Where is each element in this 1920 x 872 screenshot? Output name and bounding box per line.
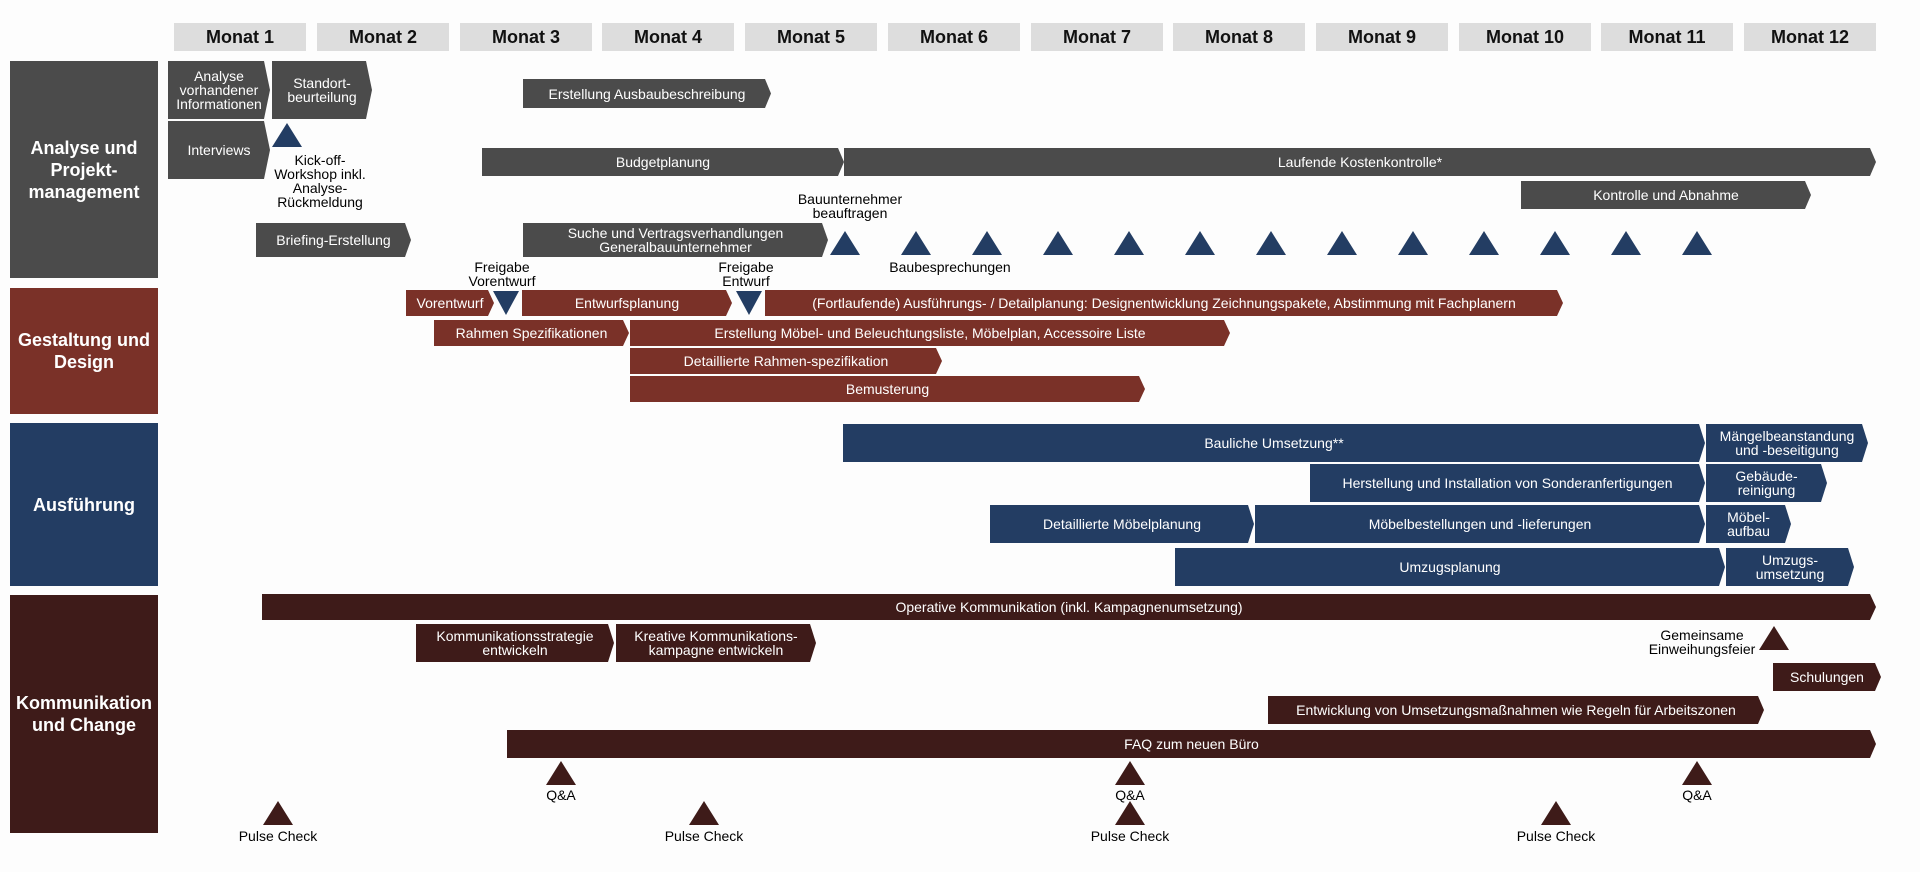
baubesprechung-icon-2 <box>901 231 931 255</box>
month-header-11: Monat 11 <box>1601 23 1733 51</box>
bar-bauliche-umsetzung: Bauliche Umsetzung** <box>843 424 1705 462</box>
baubesprechung-icon-11 <box>1540 231 1570 255</box>
bar-detail-moebelplanung: Detaillierte Möbelplanung <box>990 505 1254 543</box>
pulse-check-label-1: Pulse Check <box>238 828 318 844</box>
bar-kostenkontrolle: Laufende Kostenkontrolle* <box>844 148 1876 176</box>
baubesprechung-icon-9 <box>1398 231 1428 255</box>
month-header-3: Monat 3 <box>460 23 592 51</box>
pulse-check-icon-4 <box>1541 801 1571 825</box>
pulse-check-label-3: Pulse Check <box>1090 828 1170 844</box>
baubesprechung-icon-4 <box>1043 231 1073 255</box>
pulse-check-icon-2 <box>689 801 719 825</box>
qa-label-1: Q&A <box>546 787 576 803</box>
category-gestaltung: Gestaltung und Design <box>10 288 158 414</box>
bar-schulungen: Schulungen <box>1773 663 1881 691</box>
qa-icon-1 <box>546 761 576 785</box>
bar-faq: FAQ zum neuen Büro <box>507 730 1876 758</box>
kickoff-milestone-icon <box>272 123 302 147</box>
baubesprechung-icon-13 <box>1682 231 1712 255</box>
bar-analyse-informationen: Analyse vorhandener Informationen <box>168 61 270 119</box>
einweihungsfeier-label: Gemeinsame Einweihungsfeier <box>1648 627 1756 657</box>
baubesprechung-icon-12 <box>1611 231 1641 255</box>
einweihungsfeier-icon <box>1759 626 1789 650</box>
baubesprechung-icon-7 <box>1256 231 1286 255</box>
qa-label-2: Q&A <box>1115 787 1145 803</box>
month-header-5: Monat 5 <box>745 23 877 51</box>
freigabe-vorentwurf-icon <box>493 291 519 315</box>
category-ausfuehrung: Ausführung <box>10 423 158 586</box>
baubesprechung-icon-10 <box>1469 231 1499 255</box>
kickoff-label: Kick-off- Workshop inkl. Analyse- Rückme… <box>274 152 366 210</box>
bar-umzugsplanung: Umzugsplanung <box>1175 548 1725 586</box>
category-kommunikation: Kommunikation und Change <box>10 595 158 833</box>
month-header-10: Monat 10 <box>1459 23 1591 51</box>
month-header-4: Monat 4 <box>602 23 734 51</box>
month-header-7: Monat 7 <box>1031 23 1163 51</box>
month-header-9: Monat 9 <box>1316 23 1448 51</box>
pulse-check-label-4: Pulse Check <box>1516 828 1596 844</box>
bar-moebelaufbau: Möbel- aufbau <box>1706 505 1791 543</box>
bar-vorentwurf: Vorentwurf <box>406 290 494 316</box>
bar-umzugsumsetzung: Umzugs- umsetzung <box>1726 548 1854 586</box>
baubesprechung-icon-1 <box>830 231 860 255</box>
qa-icon-2 <box>1115 761 1145 785</box>
bar-rahmen-spezifikationen: Rahmen Spezifikationen <box>434 320 629 346</box>
month-header-8: Monat 8 <box>1173 23 1305 51</box>
pulse-check-icon-1 <box>263 801 293 825</box>
bauunternehmer-label: Bauunternehmer beauftragen <box>797 191 903 221</box>
baubesprechung-icon-6 <box>1185 231 1215 255</box>
pulse-check-label-2: Pulse Check <box>664 828 744 844</box>
qa-label-3: Q&A <box>1682 787 1712 803</box>
baubesprechung-icon-8 <box>1327 231 1357 255</box>
bar-standortbeurteilung: Standort- beurteilung <box>272 61 372 119</box>
bar-umsetzungsmassnahmen: Entwicklung von Umsetzungsmaßnahmen wie … <box>1268 696 1764 724</box>
bar-bemusterung: Bemusterung <box>630 376 1145 402</box>
bar-komm-strategie: Kommunikationsstrategie entwickeln <box>416 624 614 662</box>
bar-budgetplanung: Budgetplanung <box>482 148 844 176</box>
bar-suche-gu: Suche und Vertragsverhandlungen Generalb… <box>523 223 828 257</box>
baubesprechung-icon-5 <box>1114 231 1144 255</box>
bar-gebaeudereinigung: Gebäude- reinigung <box>1706 464 1827 502</box>
bar-kreative-kampagne: Kreative Kommunikations- kampagne entwic… <box>616 624 816 662</box>
freigabe-entwurf-icon <box>736 291 762 315</box>
month-header-6: Monat 6 <box>888 23 1020 51</box>
bar-kontrolle-abnahme: Kontrolle und Abnahme <box>1521 181 1811 209</box>
bar-moebelliste: Erstellung Möbel- und Beleuchtungsliste,… <box>630 320 1230 346</box>
bar-moebelbestellung: Möbelbestellungen und -lieferungen <box>1255 505 1705 543</box>
bar-maengel: Mängelbeanstandung und -beseitigung <box>1706 424 1868 462</box>
freigabe-vorentwurf-label: Freigabe Vorentwurf <box>468 259 536 289</box>
bar-sonderanfertigungen: Herstellung und Installation von Sondera… <box>1310 464 1705 502</box>
bar-detail-rahmen: Detaillierte Rahmen-spezifikation <box>630 348 942 374</box>
baubesprechungen-label: Baubesprechungen <box>889 259 1011 275</box>
bar-operative-kommunikation: Operative Kommunikation (inkl. Kampagnen… <box>262 594 1876 620</box>
bar-ausfuehrungsplanung: (Fortlaufende) Ausführungs- / Detailplan… <box>765 290 1563 316</box>
freigabe-entwurf-label: Freigabe Entwurf <box>718 259 774 289</box>
pulse-check-icon-3 <box>1115 801 1145 825</box>
month-header-12: Monat 12 <box>1744 23 1876 51</box>
month-header-2: Monat 2 <box>317 23 449 51</box>
bar-briefing: Briefing-Erstellung <box>256 223 411 257</box>
qa-icon-3 <box>1682 761 1712 785</box>
category-analyse: Analyse und Projekt- management <box>10 61 158 278</box>
month-header-1: Monat 1 <box>174 23 306 51</box>
bar-entwurfsplanung: Entwurfsplanung <box>522 290 732 316</box>
bar-interviews: Interviews <box>168 121 270 179</box>
baubesprechung-icon-3 <box>972 231 1002 255</box>
bar-ausbaubeschreibung: Erstellung Ausbaubeschreibung <box>523 79 771 108</box>
